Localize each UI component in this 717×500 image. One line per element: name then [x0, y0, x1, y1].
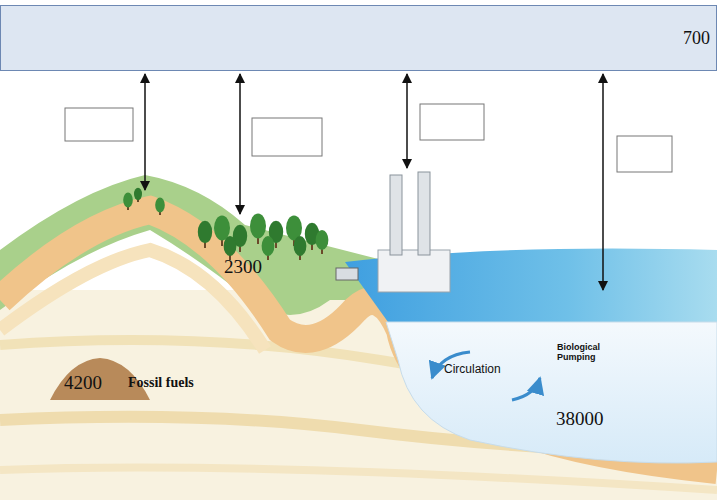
blank-box	[65, 108, 133, 141]
chimney	[390, 175, 402, 255]
reservoir-name: Fossil fuels	[128, 375, 194, 391]
reservoir-amount: 4200	[64, 372, 102, 394]
ocean-surface	[345, 249, 717, 323]
process-label: Biological Pumping	[557, 342, 609, 363]
blank-box	[252, 118, 322, 156]
factory	[378, 250, 450, 292]
trees	[123, 188, 328, 260]
deep-ocean	[386, 322, 717, 463]
reservoir-amount: 700	[683, 28, 710, 49]
reservoir-amount: 2300	[224, 256, 262, 278]
rock-layer	[0, 210, 717, 470]
chimney	[418, 172, 430, 255]
atmosphere-band: 700	[0, 5, 717, 71]
reservoir-amount: 38000	[556, 408, 604, 430]
blank-box	[420, 104, 484, 140]
truck	[336, 268, 358, 280]
blank-box	[617, 136, 672, 172]
process-label: Circulation	[444, 362, 501, 376]
